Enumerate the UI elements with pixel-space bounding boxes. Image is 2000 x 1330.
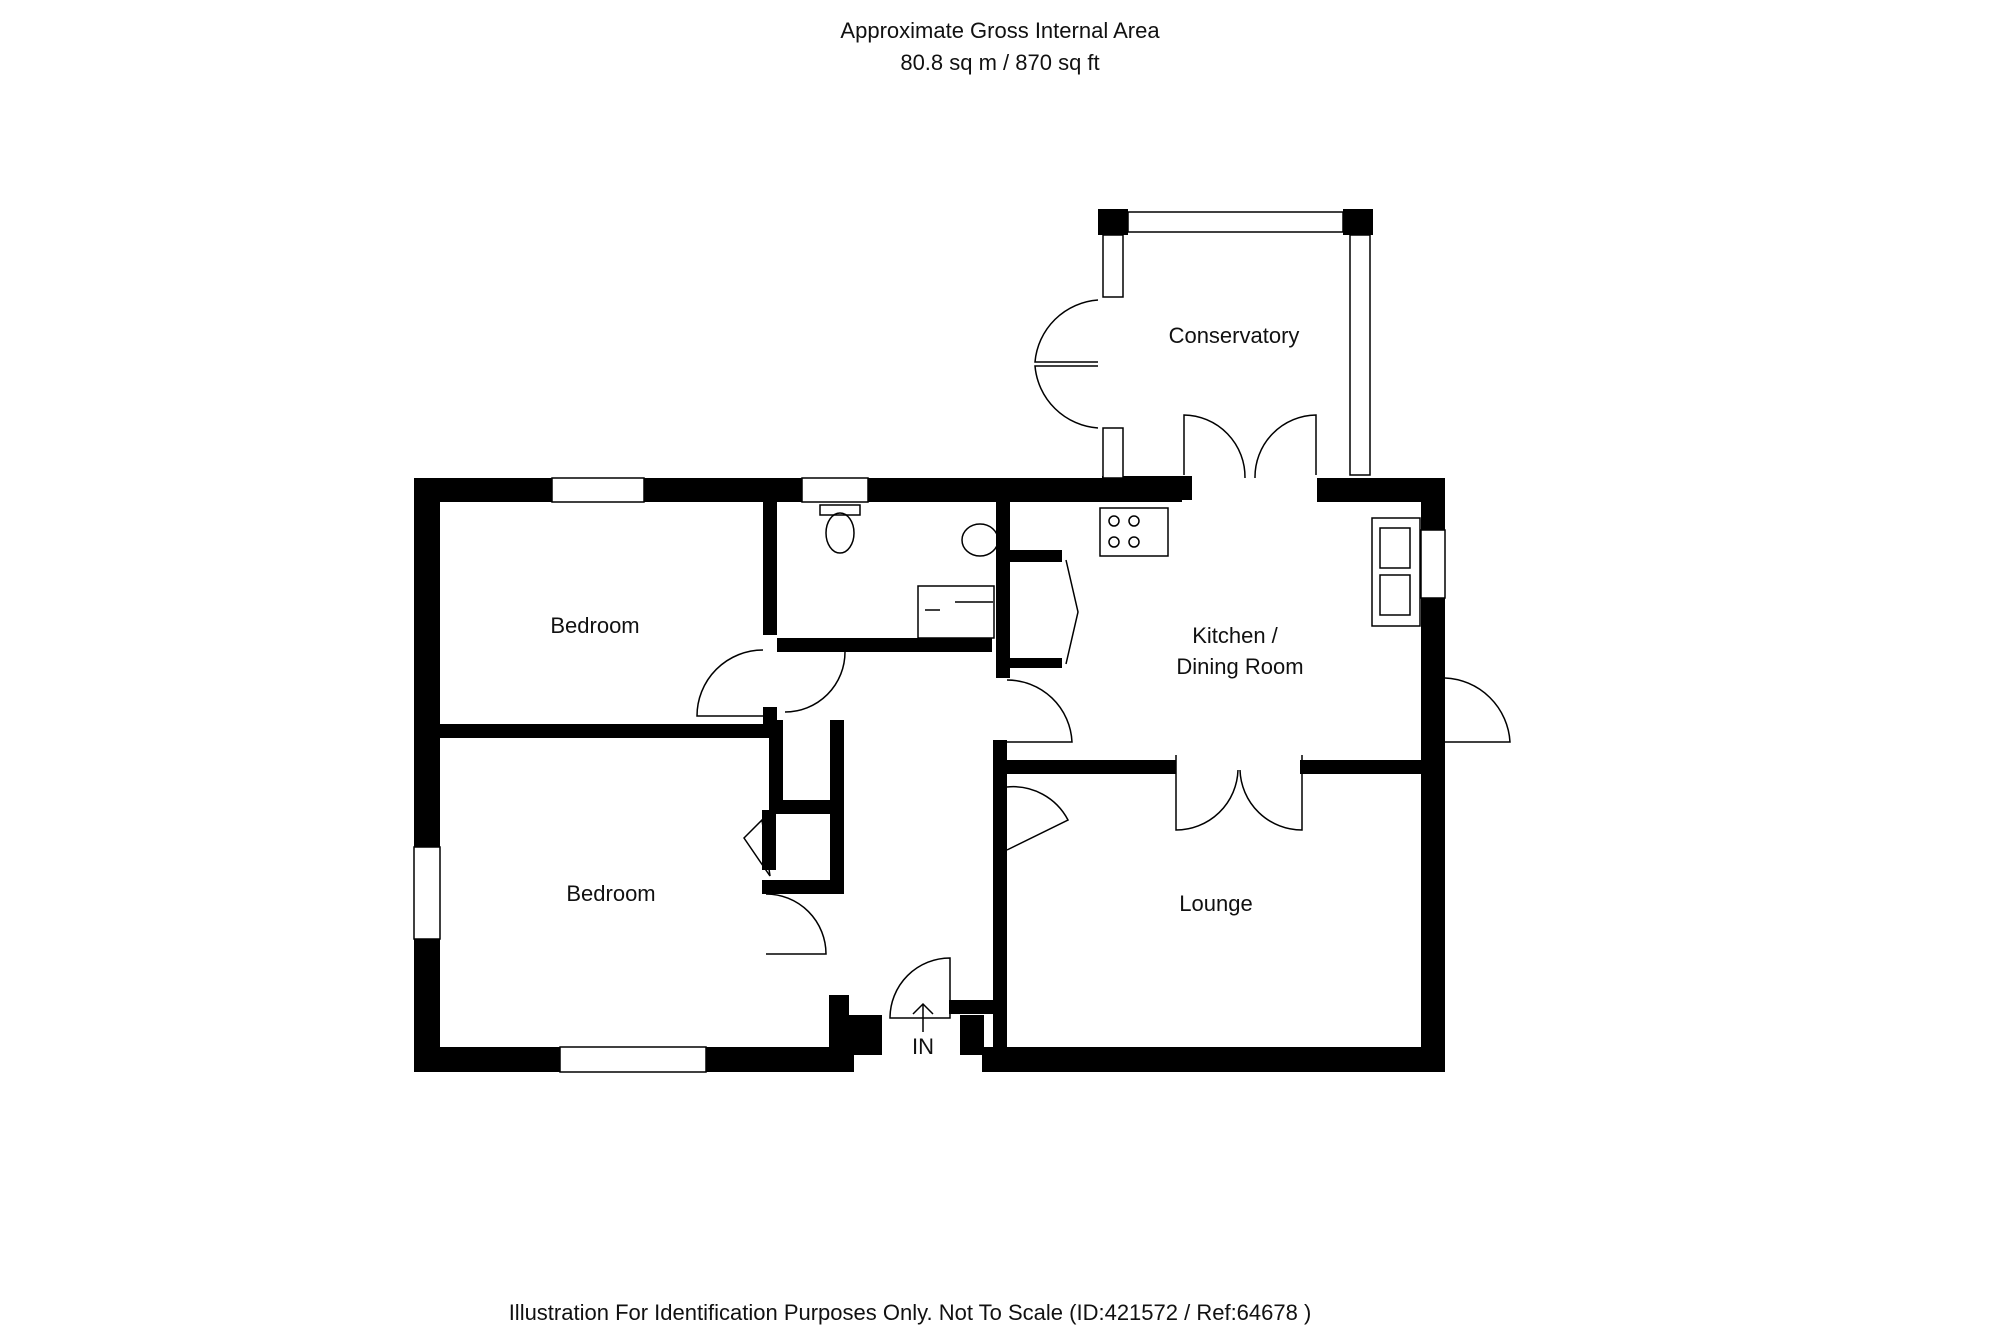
shower-icon bbox=[917, 585, 995, 639]
basin-icon bbox=[961, 523, 999, 557]
room-kitchen-line1: Kitchen / bbox=[1192, 623, 1278, 648]
entrance-arrow-icon bbox=[912, 1002, 934, 1032]
hob-icon bbox=[1099, 507, 1169, 557]
windows bbox=[413, 211, 1446, 1073]
toilet-icon bbox=[819, 504, 861, 516]
footer-disclaimer: Illustration For Identification Purposes… bbox=[508, 1300, 1312, 1325]
room-bedroom-top: Bedroom bbox=[550, 613, 639, 638]
room-bedroom-bottom: Bedroom bbox=[566, 881, 655, 906]
fixtures bbox=[819, 504, 1421, 639]
entrance-label: IN bbox=[912, 1034, 934, 1059]
room-kitchen-line2: Dining Room bbox=[1176, 654, 1303, 679]
sink-icon bbox=[1371, 517, 1421, 627]
door-swings bbox=[696, 299, 1511, 1019]
area-value: 80.8 sq m / 870 sq ft bbox=[900, 50, 1100, 75]
area-title: Approximate Gross Internal Area bbox=[840, 18, 1160, 43]
room-conservatory: Conservatory bbox=[1169, 323, 1300, 348]
room-lounge: Lounge bbox=[1179, 891, 1252, 916]
